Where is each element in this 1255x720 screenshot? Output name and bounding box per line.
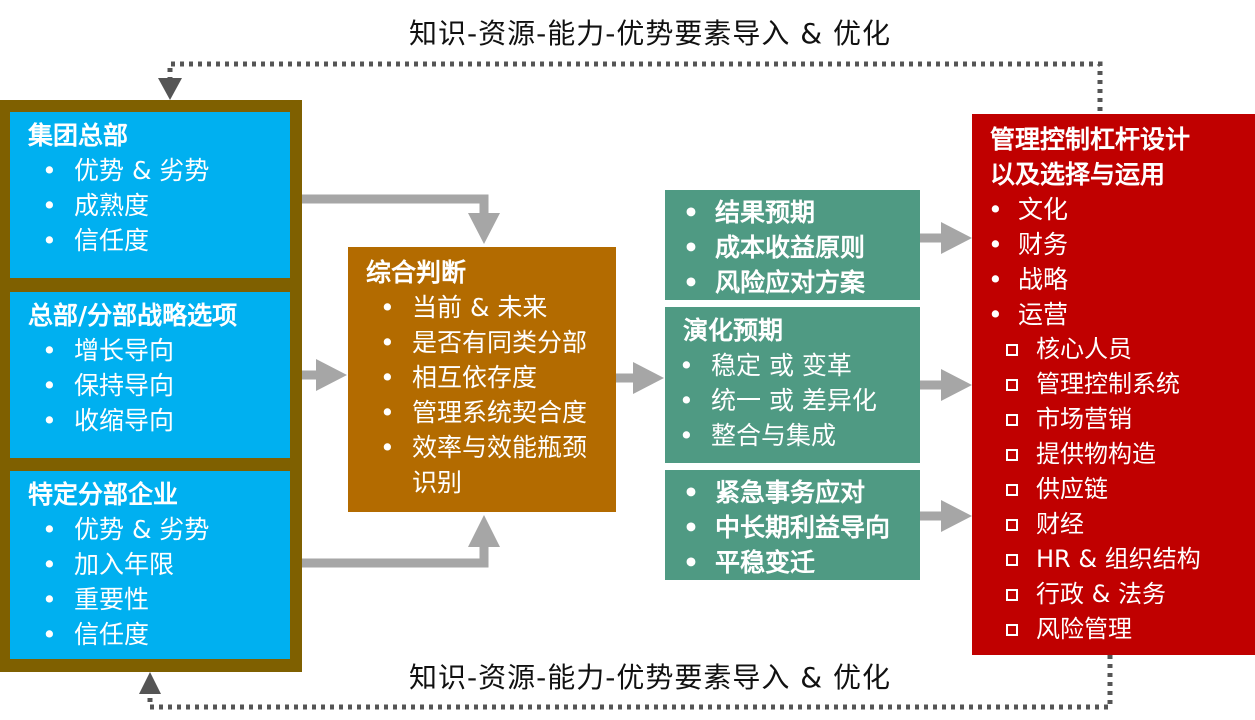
results-expectation-item: •成本收益原则 [683,233,866,262]
arrow-results-to-levers-head [941,222,972,254]
arrow-group-hq-to-judgment [292,194,489,215]
results-expectation-item: •风险应对方案 [683,268,866,297]
specific-unit-title: 特定分部企业 [28,480,179,509]
evolution-expectation-item: •统一 或 差异化 [679,386,877,415]
bottom-loop-arrowhead [139,672,161,694]
strategy-option-item: •增长导向 [42,336,175,365]
evolution-expectation-title: 演化预期 [683,316,784,345]
control-levers-box: 管理控制杠杆设计 以及选择与运用 •文化 •财务 •战略 •运营 核心人员 管理… [972,114,1255,655]
strategy-option-item: •收缩导向 [42,406,175,435]
lever-sub-item: 核心人员 [990,332,1255,367]
arrow-unit-to-judgment-head [468,515,500,547]
strategy-options-title: 总部/分部战略选项 [28,301,238,330]
group-hq-title: 集团总部 [28,121,129,150]
lever-sub-item: 提供物构造 [990,437,1255,472]
lever-item: •战略 [988,265,1069,294]
top-loop-label: 知识-资源-能力-优势要素导入 & 优化 [409,17,891,50]
urgent-response-item: •紧急事务应对 [683,478,866,507]
arrow-urgent-to-levers-head [941,500,972,532]
judgment-item: •当前 & 未来 [380,293,548,322]
bottom-loop-label: 知识-资源-能力-优势要素导入 & 优化 [409,661,891,694]
urgent-response-item: •平稳变迁 [683,548,816,577]
urgent-response-box: •紧急事务应对 •中长期利益导向 •平稳变迁 [665,470,920,580]
urgent-response-item: •中长期利益导向 [683,513,891,542]
judgment-box: 综合判断 •当前 & 未来 •是否有同类分部 •相互依存度 •管理系统契合度 •… [348,247,616,512]
strategy-options-box: 总部/分部战略选项 •增长导向 •保持导向 •收缩导向 [10,292,290,458]
judgment-title: 综合判断 [366,258,467,287]
top-loop-line [167,61,1103,120]
judgment-item: •管理系统契合度 [380,398,588,427]
results-expectation-item: •结果预期 [683,198,816,227]
judgment-item-continuation: 识别 [412,468,463,497]
group-hq-box: 集团总部 •优势 & 劣势 •成熟度 •信任度 [10,112,290,278]
strategy-option-item: •保持导向 [42,371,175,400]
bottom-loop-line [147,655,1113,710]
judgment-item: •效率与效能瓶颈 [380,433,588,462]
arrow-group-hq-to-judgment-head [468,213,500,244]
control-levers-title-line2: 以及选择与运用 [990,160,1166,189]
arrow-evolution-to-levers-head [941,369,972,401]
lever-item: •文化 [988,195,1069,224]
lever-sub-item: 风险管理 [990,612,1255,647]
results-expectation-box: •结果预期 •成本收益原则 •风险应对方案 [665,190,920,300]
lever-item: •运营 [988,300,1069,329]
lever-sub-item: 行政 & 法务 [990,577,1255,612]
group-hq-item: •成熟度 [42,191,150,220]
specific-unit-box: 特定分部企业 •优势 & 劣势 •加入年限 •重要性 •信任度 [10,471,290,659]
lever-sub-item: 市场营销 [990,402,1255,437]
arrow-strategy-to-judgment-head [316,359,347,391]
top-loop-arrowhead [158,78,182,100]
arrow-unit-to-judgment [292,545,489,568]
lever-sub-item: 管理控制系统 [990,367,1255,402]
specific-unit-item: •加入年限 [42,550,175,579]
arrow-judgment-to-expectations-head [633,362,664,394]
evolution-expectation-item: •稳定 或 变革 [679,351,852,380]
control-levers-title-line1: 管理控制杠杆设计 [990,125,1191,154]
lever-item: •财务 [988,230,1069,259]
lever-sub-item: HR & 组织结构 [990,542,1255,577]
evolution-expectation-item: •整合与集成 [679,421,837,450]
specific-unit-item: •重要性 [42,585,150,614]
group-hq-item: •信任度 [42,226,150,255]
evolution-expectation-box: 演化预期 •稳定 或 变革 •统一 或 差异化 •整合与集成 [665,307,920,463]
specific-unit-item: •优势 & 劣势 [42,515,210,544]
lever-sub-item: 供应链 [990,472,1255,507]
judgment-item: •相互依存度 [380,363,538,392]
lever-sub-item: 财经 [990,507,1255,542]
group-hq-item: •优势 & 劣势 [42,156,210,185]
specific-unit-item: •信任度 [42,620,150,649]
judgment-item: •是否有同类分部 [380,328,588,357]
